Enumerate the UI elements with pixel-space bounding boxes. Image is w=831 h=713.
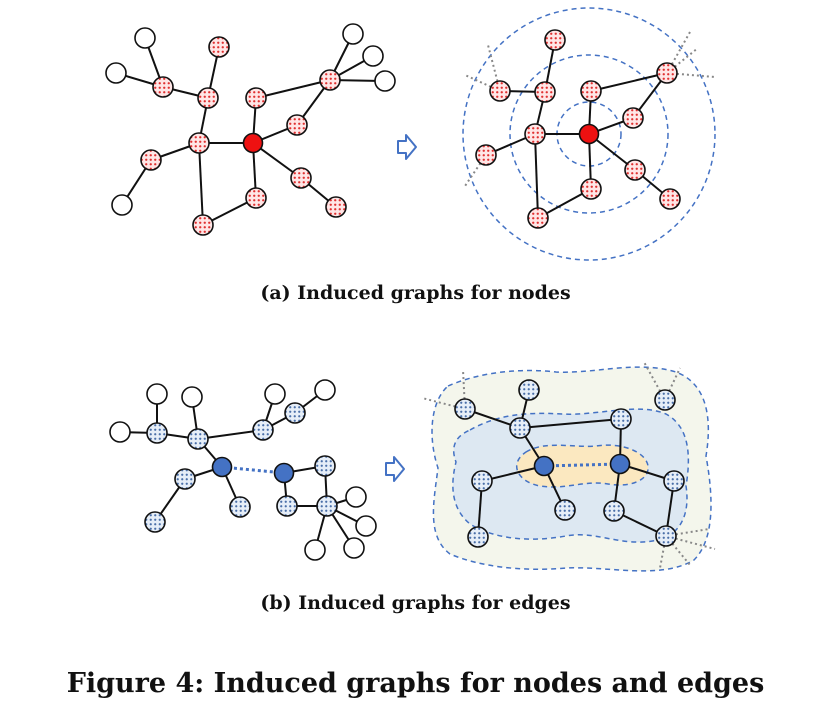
dotted-node [290,167,312,189]
white-node [105,62,127,84]
dotted-node [187,428,209,450]
dotted-node [654,389,676,411]
dotted-node [286,114,308,136]
dotted-node [509,417,531,439]
figure-caption: Figure 4: Induced graphs for nodes and e… [66,668,765,699]
white-node [109,421,131,443]
dotted-node [229,496,251,518]
dotted-node [603,500,625,522]
dotted-node [663,470,685,492]
dotted-node [544,29,566,51]
target-edge-dotted [543,462,621,468]
dotted-node [656,62,678,84]
dotted-node [454,398,476,420]
dotted-node [276,495,298,517]
dotted-node [245,87,267,109]
dotted-node [314,455,336,477]
dotted-node [245,187,267,209]
dotted-node [580,178,602,200]
dotted-node [527,207,549,229]
dotted-node [174,468,196,490]
dotted-node [140,149,162,171]
white-node [146,383,168,405]
dotted-node [655,525,677,547]
center-edge-node [533,455,555,477]
dotted-node [624,159,646,181]
dotted-node [197,87,219,109]
nodes-a-left [105,23,396,236]
dotted-node [471,470,493,492]
center-edge-node [211,456,233,478]
center-node [242,132,264,154]
white-node [111,194,133,216]
dotted-node [208,36,230,58]
dotted-node [554,499,576,521]
dotted-node [610,408,632,430]
nodes-b-left [109,379,377,561]
white-node [304,539,326,561]
nodes-a-right [475,29,681,229]
dotted-node [284,402,306,424]
subcaption-a: (a) Induced graphs for nodes [260,282,571,304]
dotted-node [188,132,210,154]
white-node [343,537,365,559]
dotted-node [475,144,497,166]
dotted-node [467,526,489,548]
white-node [181,386,203,408]
dotted-node [534,81,556,103]
white-node [264,383,286,405]
dotted-node [316,495,338,517]
dotted-node [325,196,347,218]
hollow-right-arrow-icon [385,456,405,482]
white-node [355,515,377,537]
white-node [134,27,156,49]
hollow-right-arrow-icon [397,134,417,160]
target-edge-dotted [221,465,285,475]
white-node [345,486,367,508]
dotted-node [319,69,341,91]
white-node [314,379,336,401]
dotted-node [580,80,602,102]
subcaption-b: (b) Induced graphs for edges [260,592,571,614]
dotted-node [146,422,168,444]
dotted-node [659,188,681,210]
dotted-node [489,80,511,102]
dotted-node [144,511,166,533]
center-edge-node [609,453,631,475]
dotted-node [252,419,274,441]
white-node [342,23,364,45]
dotted-node [518,379,540,401]
center-edge-node [273,462,295,484]
dotted-node [192,214,214,236]
center-node [578,123,600,145]
dotted-node [622,107,644,129]
white-node [374,70,396,92]
white-node [362,45,384,67]
dotted-node [152,76,174,98]
nodes-b-right [454,379,685,548]
dotted-node [524,123,546,145]
